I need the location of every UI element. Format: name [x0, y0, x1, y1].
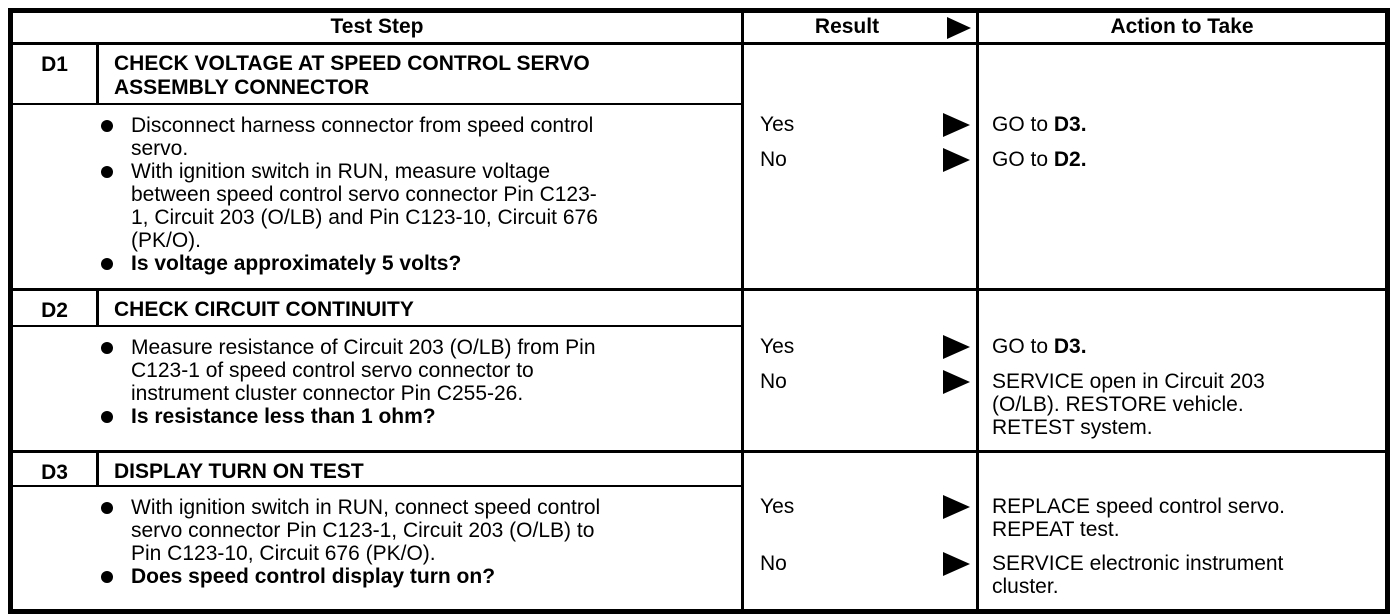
result-label: No: [760, 369, 787, 393]
result-label: Yes: [760, 334, 795, 358]
action-text: SERVICE electronic instrument cluster.: [992, 552, 1284, 598]
step-id: D2: [10, 288, 99, 327]
column-divider: [976, 103, 979, 288]
result-arrow-icon: [943, 369, 970, 394]
result-arrow-icon: [943, 552, 970, 576]
action-text: SERVICE open in Circuit 203 (O/LB). REST…: [992, 369, 1265, 439]
result-arrow-icon: [943, 112, 970, 137]
result-action-cell: Yes REPLACE speed control servo. REPEAT …: [743, 486, 1388, 612]
step-question: Does speed control display turn on?: [101, 565, 723, 588]
bullet-icon: [101, 257, 113, 270]
list-item: With ignition switch in RUN, connect spe…: [101, 496, 723, 565]
step-title: CHECK CIRCUIT CONTINUITY: [97, 288, 744, 327]
result-arrow-icon: [947, 16, 971, 39]
header-result: Result: [741, 9, 979, 45]
result-action-cell: Yes GO to D3. No SERVICE open in Circuit…: [743, 325, 1388, 452]
result-action-cell: Yes GO to D3. No GO to D2.: [743, 103, 1388, 290]
result-label: Yes: [760, 112, 795, 136]
column-divider: [976, 486, 979, 609]
result-row: No: [744, 369, 976, 439]
step-reference: D2.: [1053, 147, 1087, 171]
table-row: With ignition switch in RUN, connect spe…: [10, 486, 1388, 612]
table-row: Measure resistance of Circuit 203 (O/LB)…: [10, 325, 1388, 452]
pinpoint-test-table: Test Step Result Action to Take D1 CHECK…: [8, 8, 1390, 614]
action-cell-spacer: [977, 42, 1388, 104]
bullet-icon: [101, 571, 113, 583]
step-title: DISPLAY TURN ON TEST: [97, 449, 744, 487]
step-title: CHECK VOLTAGE AT SPEED CONTROL SERVO ASS…: [97, 42, 744, 105]
step-question: Is voltage approximately 5 volts?: [101, 252, 723, 275]
bullet-icon: [101, 410, 113, 423]
result-row: Yes: [744, 495, 976, 541]
list-item: Measure resistance of Circuit 203 (O/LB)…: [101, 336, 723, 405]
header-test-step: Test Step: [9, 9, 744, 45]
result-arrow-icon: [943, 334, 970, 359]
header-result-label: Result: [814, 15, 880, 38]
action-text: GO to D3.: [992, 112, 1087, 136]
table-header-row: Test Step Result Action to Take: [9, 9, 1389, 45]
bullet-icon: [101, 119, 113, 132]
table-row: D2 CHECK CIRCUIT CONTINUITY: [10, 288, 1388, 327]
step-instructions: With ignition switch in RUN, connect spe…: [10, 486, 744, 612]
result-row: Yes: [744, 112, 976, 137]
step-instructions: Measure resistance of Circuit 203 (O/LB)…: [10, 325, 744, 451]
bullet-icon: [101, 341, 113, 354]
table-row: D3 DISPLAY TURN ON TEST: [10, 449, 1388, 487]
result-cell-spacer: [742, 449, 979, 486]
result-arrow-icon: [943, 495, 970, 519]
column-divider: [976, 325, 979, 450]
table-row: D1 CHECK VOLTAGE AT SPEED CONTROL SERVO …: [10, 42, 1388, 105]
step-instructions: Disconnect harness connector from speed …: [10, 103, 744, 290]
list-item: Disconnect harness connector from speed …: [101, 114, 723, 160]
list-item: With ignition switch in RUN, measure vol…: [101, 160, 723, 252]
result-cell-spacer: [742, 288, 979, 326]
action-text: GO to D2.: [992, 147, 1087, 171]
result-row: No: [744, 147, 976, 172]
bullet-icon: [101, 502, 113, 514]
step-question: Is resistance less than 1 ohm?: [101, 405, 723, 428]
action-cell-spacer: [977, 449, 1388, 486]
step-id: D3: [10, 449, 99, 487]
result-label: No: [760, 552, 787, 575]
result-arrow-icon: [943, 147, 970, 172]
action-cell-spacer: [977, 288, 1388, 326]
bullet-icon: [101, 165, 113, 178]
action-text: REPLACE speed control servo. REPEAT test…: [992, 495, 1285, 541]
header-action-to-take: Action to Take: [976, 9, 1389, 45]
table-row: Disconnect harness connector from speed …: [10, 103, 1388, 290]
step-reference: D3.: [1053, 334, 1087, 358]
step-id: D1: [10, 42, 99, 105]
result-cell-spacer: [742, 42, 979, 104]
result-label: No: [760, 147, 787, 171]
result-row: Yes: [744, 334, 976, 359]
action-text: GO to D3.: [992, 334, 1087, 358]
result-label: Yes: [760, 495, 795, 518]
result-row: No: [744, 552, 976, 598]
step-reference: D3.: [1053, 112, 1087, 136]
